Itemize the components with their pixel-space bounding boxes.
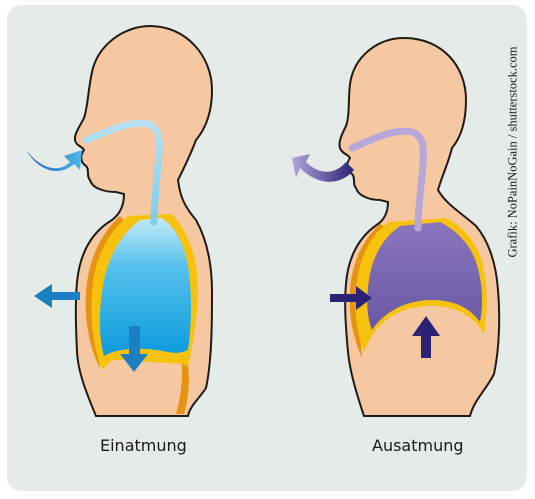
exhale-figure — [292, 38, 499, 416]
inhale-caption: Einatmung — [100, 436, 187, 455]
exhale-caption: Ausatmung — [372, 436, 464, 455]
inhale-air-arrow — [26, 150, 82, 171]
chest-expand-arrow — [34, 284, 80, 308]
exhale-air-arrow — [292, 154, 354, 182]
inhale-figure — [26, 26, 212, 416]
image-credit: Grafik: NoPainNoGain / shutterstock.com — [506, 46, 521, 257]
